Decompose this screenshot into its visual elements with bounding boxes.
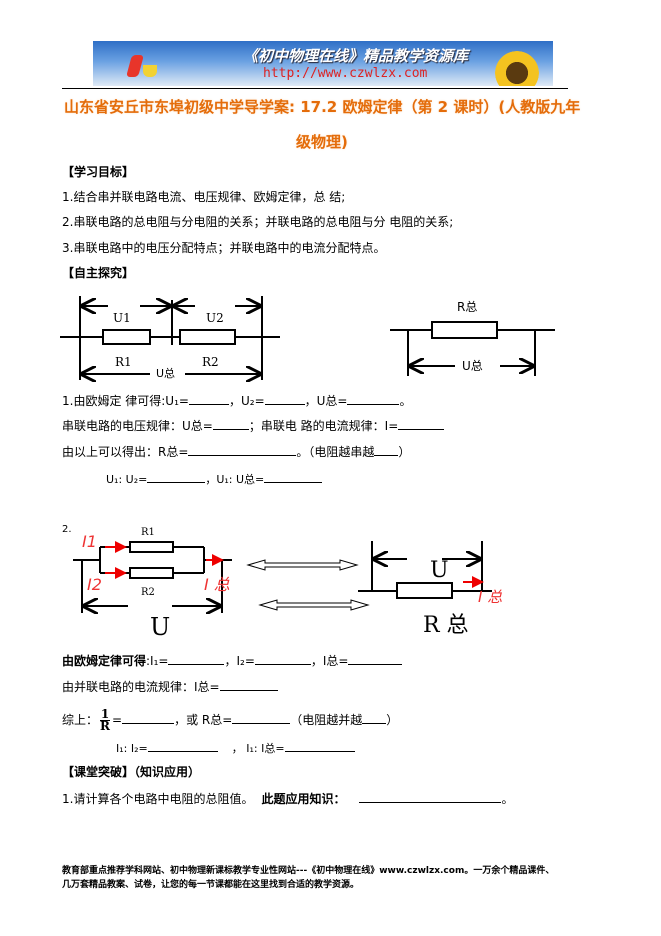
label-r-total-right: R 总 <box>423 613 469 638</box>
class-heading: 【课堂突破】（知识应用） <box>62 765 201 779</box>
parallel-circuit <box>73 541 232 613</box>
banner-title: 《初中物理在线》精品教学资源库 <box>243 47 469 65</box>
goal-item: 2.串联电路的总电阻与分电阻的关系；并联电路的总电阻与分 电阻的关系; <box>62 215 454 229</box>
series-ratio-line: U₁: U₂=，U₁: U总= <box>106 471 323 487</box>
question-2-number: 2. <box>62 524 72 535</box>
series-circuit <box>60 296 280 380</box>
series-rule-line: 串联电路的电压规律：U总=；串联电 路的电流规律：I= <box>62 418 445 433</box>
footer-line-1: 教育部重点推荐学科网站、初中物理新课标教学专业性网站---《初中物理在线》www… <box>62 866 555 876</box>
equivalent-parallel-circuit <box>358 541 492 599</box>
parallel-ohm-line: 由欧姆定律可得:I₁=，I₂=，I总= <box>62 653 403 668</box>
goals-heading: 【学习目标】 <box>62 165 135 179</box>
label-u-total-right: U总 <box>462 359 483 373</box>
label-r2: R2 <box>141 587 155 598</box>
explore-heading: 【自主探究】 <box>62 266 135 280</box>
label-i1: I1 <box>82 532 97 551</box>
banner-url: http://www.czwlzx.com <box>263 66 428 81</box>
logo-icon-yellow <box>143 65 157 77</box>
equivalent-series-circuit <box>390 321 555 376</box>
header-banner: 《初中物理在线》精品教学资源库 http://www.czwlzx.com <box>93 41 553 86</box>
doc-title-line2: 级物理) <box>296 133 348 151</box>
doc-title-line1: 山东省安丘市东埠初级中学导学案: 17.2 欧姆定律（第 2 课时）(人教版九年 <box>64 98 581 116</box>
footer-line-2: 几万套精品教案、试卷，让您的每一节课都能在这里找到合适的教学资源。 <box>62 880 360 890</box>
label-i2: I2 <box>87 575 102 594</box>
equivalence-double-arrows <box>246 559 370 611</box>
label-u1: U1 <box>113 311 131 325</box>
goal-item: 3.串联电路中的电压分配特点；并联电路中的电流分配特点。 <box>62 241 386 255</box>
series-resistance-line: 由以上可以得出：R总=。（电阻越串越） <box>62 445 411 459</box>
label-r-total: R总 <box>457 300 478 314</box>
header-rule <box>62 88 568 89</box>
label-u: U <box>150 613 171 641</box>
label-r1: R1 <box>115 355 132 369</box>
parallel-rule-line: 由并联电路的电流规律：I总= <box>62 679 278 694</box>
label-u-right: U <box>430 558 449 583</box>
label-u2: U2 <box>206 311 224 325</box>
label-u-total: U总 <box>156 367 176 380</box>
label-i-total: I 总 <box>204 575 230 594</box>
series-ohm-line: 1.由欧姆定 律可得:U₁=，U₂=，U总=。 <box>62 394 412 408</box>
label-i-total-right: I 总 <box>478 588 503 606</box>
goal-item: 1.结合串并联电路电流、电压规律、欧姆定律，总 结; <box>62 190 346 204</box>
sunflower-image <box>495 51 539 86</box>
label-r1: R1 <box>141 527 155 538</box>
parallel-ratio-line: I₁: I₂=， I₁: I总= <box>116 740 355 756</box>
class-item-1: 1.请计算各个电路中电阻的总阻值。此题应用知识：。 <box>62 792 514 806</box>
label-r2: R2 <box>202 355 219 369</box>
